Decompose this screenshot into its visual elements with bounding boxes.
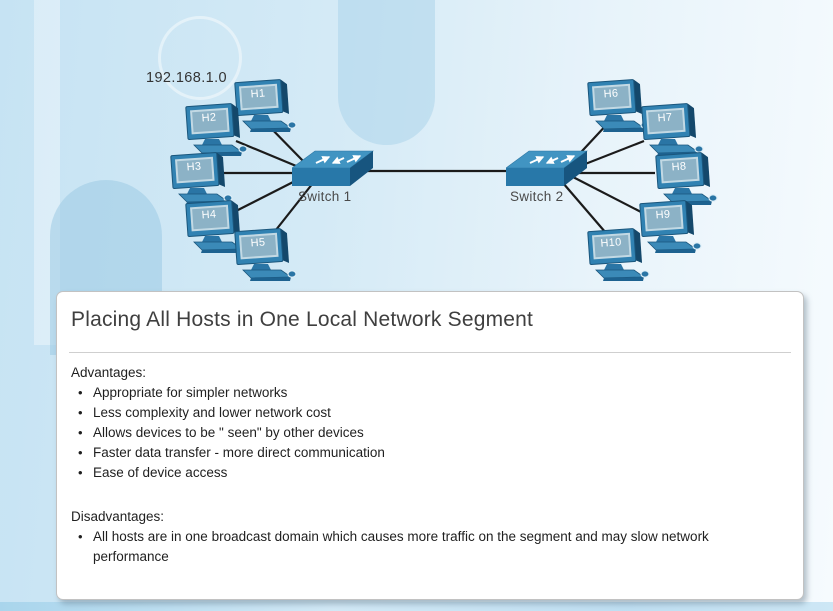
switch-2-label: Switch 2 [510,189,564,204]
host-h10: H10 [583,225,651,287]
switch-2 [506,147,588,192]
list-item: Allows devices to be " seen" by other de… [69,423,759,443]
pc-icon [233,227,297,282]
link-h2-switch1 [235,139,302,170]
title-divider [69,352,791,353]
list-item: Faster data transfer - more direct commu… [69,443,759,463]
list-item: Ease of device access [69,463,759,483]
list-item: Less complexity and lower network cost [69,403,759,423]
background-bottom-strip [0,602,833,611]
advantages-list: Appropriate for simpler networks Less co… [69,383,759,483]
list-item: Appropriate for simpler networks [69,383,759,403]
info-panel: Placing All Hosts in One Local Network S… [56,291,804,600]
pc-icon [586,227,650,282]
workgroup-switch-icon [292,147,374,187]
disadvantages-list: All hosts are in one broadcast domain wh… [69,527,759,567]
link-h9-switch2 [572,176,642,213]
page-title: Placing All Hosts in One Local Network S… [71,308,534,331]
network-address-label: 192.168.1.0 [146,70,227,86]
host-h5: H5 [230,225,298,287]
workgroup-switch-icon [506,147,588,187]
disadvantages-heading: Disadvantages: [71,509,165,524]
advantages-heading: Advantages: [71,365,147,380]
switch-1 [292,147,374,192]
list-item: All hosts are in one broadcast domain wh… [69,527,759,567]
link-h4-switch1 [233,176,304,213]
switch-1-label: Switch 1 [298,189,352,204]
